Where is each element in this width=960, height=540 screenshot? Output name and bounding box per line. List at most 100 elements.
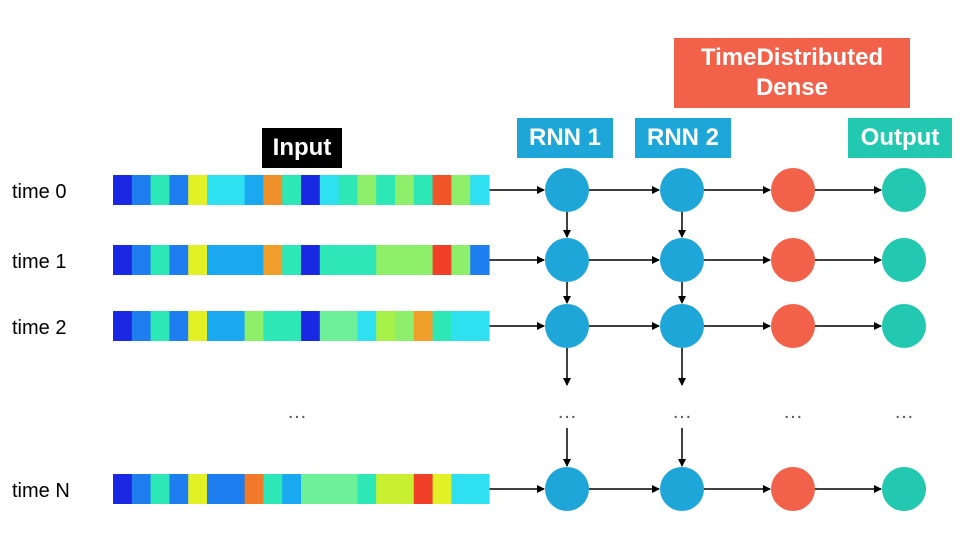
input-cell <box>131 175 152 205</box>
input-cell <box>413 175 434 205</box>
input-cell <box>188 311 208 341</box>
input-cell <box>150 311 170 341</box>
input-cell <box>150 175 170 205</box>
time-distributed-dense-title: TimeDistributed Dense <box>674 38 910 108</box>
input-cell <box>413 245 434 275</box>
input-cell <box>338 245 358 275</box>
input-cell <box>131 311 152 341</box>
input-cell <box>169 245 189 275</box>
input-cell <box>432 474 452 504</box>
input-cell <box>319 311 340 341</box>
input-cell <box>225 175 246 205</box>
input-cell <box>150 474 170 504</box>
input-cell <box>413 311 434 341</box>
ellipsis: … <box>894 401 914 423</box>
input-cell <box>301 474 321 504</box>
input-cell <box>470 245 490 275</box>
input-cell <box>301 175 321 205</box>
input-cell <box>225 311 246 341</box>
input-cell <box>113 245 133 275</box>
input-cell <box>188 474 208 504</box>
input-cell <box>301 311 321 341</box>
input-cell <box>225 245 246 275</box>
row-label: time N <box>12 480 70 502</box>
input-cell <box>131 474 152 504</box>
input-cell <box>451 311 471 341</box>
input-cell <box>319 245 340 275</box>
rnn2-node <box>660 238 704 282</box>
input-cell <box>188 175 208 205</box>
input-cell <box>319 474 340 504</box>
input-cell <box>451 245 471 275</box>
input-cell <box>225 474 246 504</box>
rnn1-node <box>545 467 589 511</box>
input-cell <box>395 474 415 504</box>
input-cell <box>282 311 302 341</box>
input-cell <box>357 474 377 504</box>
input-cell <box>432 175 452 205</box>
input-cell <box>451 175 471 205</box>
input-cell <box>470 474 490 504</box>
rnn2-title: RNN 2 <box>635 118 731 158</box>
ellipsis-layer: …………… <box>287 401 914 423</box>
input-cell <box>432 311 452 341</box>
input-cell <box>470 311 490 341</box>
input-cell <box>395 175 415 205</box>
input-cell <box>263 474 283 504</box>
input-cell <box>282 245 302 275</box>
input-cell <box>169 474 189 504</box>
nodes-layer <box>545 168 926 511</box>
rnn2-node <box>660 467 704 511</box>
input-cell <box>207 245 227 275</box>
input-cell <box>395 245 415 275</box>
input-cell <box>357 245 377 275</box>
input-cell <box>338 175 358 205</box>
ellipsis: … <box>557 401 577 423</box>
input-cell <box>357 175 377 205</box>
input-cell <box>301 245 321 275</box>
arrows-layer <box>489 186 882 493</box>
input-cell <box>413 474 434 504</box>
dense-node <box>771 467 815 511</box>
input-cell <box>113 474 133 504</box>
ellipsis: … <box>783 401 803 423</box>
input-cell <box>451 474 471 504</box>
rnn1-node <box>545 168 589 212</box>
input-cell <box>188 245 208 275</box>
input-cell <box>395 311 415 341</box>
input-cell <box>113 175 133 205</box>
dense-node <box>771 304 815 348</box>
input-cell <box>244 311 264 341</box>
output-title: Output <box>848 118 952 158</box>
ellipsis: … <box>672 401 692 423</box>
input-cell <box>169 175 189 205</box>
input-cell <box>244 175 264 205</box>
input-cell <box>244 474 264 504</box>
input-cell <box>169 311 189 341</box>
output-node <box>882 467 926 511</box>
rnn1-title: RNN 1 <box>517 118 613 158</box>
input-cell <box>376 175 396 205</box>
rnn1-node <box>545 304 589 348</box>
input-cell <box>282 474 302 504</box>
input-cell <box>207 474 227 504</box>
output-node <box>882 168 926 212</box>
input-title: Input <box>262 128 342 168</box>
input-cell <box>263 175 283 205</box>
input-cell <box>338 474 358 504</box>
input-cell <box>338 311 358 341</box>
time-distributed-line1: TimeDistributed <box>700 44 884 71</box>
dense-node <box>771 238 815 282</box>
input-cell <box>376 311 396 341</box>
input-cell <box>282 175 302 205</box>
input-cell <box>263 245 283 275</box>
input-cell <box>131 245 152 275</box>
rnn2-node <box>660 304 704 348</box>
input-cell <box>207 311 227 341</box>
input-cell <box>357 311 377 341</box>
input-cell <box>432 245 452 275</box>
output-node <box>882 238 926 282</box>
